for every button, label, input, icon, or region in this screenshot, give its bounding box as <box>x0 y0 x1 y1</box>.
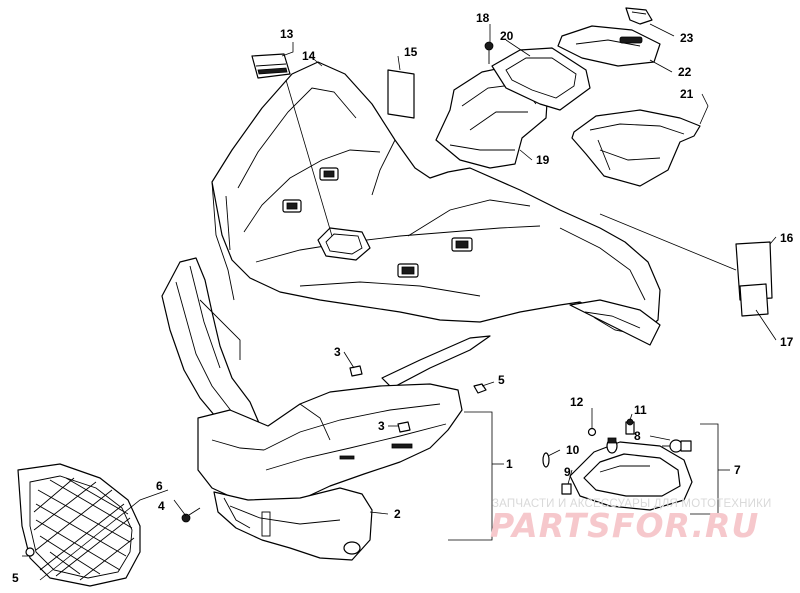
callout-3-top: 3 <box>334 345 341 359</box>
callout-11: 11 <box>634 403 647 417</box>
leader-lines <box>22 23 777 581</box>
callout-6: 6 <box>156 479 163 493</box>
lower-panel <box>213 487 373 561</box>
callout-23: 23 <box>680 31 694 45</box>
callout-9: 9 <box>564 465 571 479</box>
callout-15: 15 <box>404 45 418 59</box>
nut-5a <box>473 383 487 394</box>
callout-4: 4 <box>158 499 165 513</box>
screw-4 <box>181 507 201 523</box>
fastener-3a <box>349 365 363 377</box>
decal-13 <box>251 53 291 79</box>
callout-17: 17 <box>780 335 794 349</box>
callout-22: 22 <box>678 65 692 79</box>
callout-5-right: 5 <box>498 373 505 387</box>
callout-20: 20 <box>500 29 514 43</box>
callout-19: 19 <box>536 153 550 167</box>
callout-21: 21 <box>680 87 694 101</box>
decal-17 <box>739 283 769 317</box>
bulb-8 <box>662 439 692 453</box>
decal-15 <box>387 69 415 119</box>
latch-23 <box>625 7 653 25</box>
ring-10 <box>542 452 550 468</box>
callout-10: 10 <box>566 443 580 457</box>
callout-2: 2 <box>394 507 401 521</box>
callout-5-left: 5 <box>12 571 19 585</box>
storage-bin-21 <box>571 109 701 187</box>
nut-5b <box>25 547 35 557</box>
callout-8: 8 <box>634 429 641 443</box>
callout-16: 16 <box>780 231 794 245</box>
callout-1: 1 <box>506 457 513 471</box>
headlight <box>569 437 693 511</box>
fastener-3b <box>397 421 411 433</box>
storage-lid-22 <box>557 25 661 67</box>
callout-18: 18 <box>476 11 490 25</box>
callout-7: 7 <box>734 463 741 477</box>
callout-14: 14 <box>302 49 316 63</box>
front-fender <box>211 61 661 389</box>
callouts: 13 14 15 18 20 23 22 21 19 16 17 3 5 3 1… <box>12 11 794 585</box>
watermark-tagline: ЗАПЧАСТИ И АКСЕССУАРЫ ДЛЯ МОТОТЕХНИКИ <box>492 498 772 510</box>
callout-3-mid: 3 <box>378 419 385 433</box>
watermark-brand: PARTSFOR.RU <box>490 506 760 545</box>
screw-18 <box>484 41 494 64</box>
grille <box>17 463 141 587</box>
socket-11 <box>625 418 635 435</box>
clip-9 <box>561 483 572 495</box>
callout-12: 12 <box>570 395 584 409</box>
callout-13: 13 <box>280 27 294 41</box>
storage-frame-20 <box>491 47 591 111</box>
grommet-12 <box>587 427 597 437</box>
